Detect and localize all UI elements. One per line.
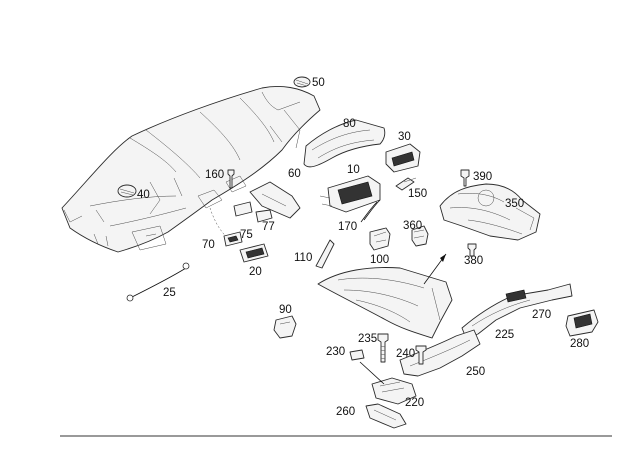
callout-40: 40: [137, 189, 150, 201]
center-vent-10: [319, 175, 381, 213]
screw-240: [415, 345, 427, 365]
switch-70: [223, 231, 243, 247]
bolt-150: [395, 177, 417, 191]
duct-225-270: [461, 283, 573, 339]
callout-90: 90: [279, 304, 292, 316]
bracket-75-77: [209, 201, 273, 241]
vent-280: [565, 309, 599, 337]
callout-230: 230: [326, 346, 345, 358]
duct-100: [369, 227, 391, 251]
callout-220: 220: [405, 397, 424, 409]
clip-380: [467, 243, 477, 257]
callout-25: 25: [163, 287, 176, 299]
switch-20: [239, 243, 269, 263]
bracket-260: [365, 403, 407, 429]
clip-230: [349, 349, 365, 361]
center-console: [317, 253, 453, 339]
hose-170: [360, 199, 381, 223]
screw-235: [377, 333, 389, 363]
cable-25: [126, 262, 190, 302]
bolt-390: [460, 169, 470, 187]
callout-250: 250: [466, 366, 485, 378]
bracket-220: [359, 361, 417, 405]
callout-77: 77: [262, 221, 275, 233]
callout-100: 100: [370, 254, 389, 266]
callout-20: 20: [249, 266, 262, 278]
callout-labels: 50 80 30 10 390 160 60 150 350 40 75 77 …: [137, 77, 589, 418]
callout-150: 150: [408, 188, 427, 200]
screw-160: [227, 169, 235, 189]
callout-70: 70: [202, 239, 215, 251]
trim-80: [303, 119, 386, 168]
callout-260: 260: [336, 406, 355, 418]
trim-strip-110: [315, 239, 335, 269]
callout-280: 280: [570, 338, 589, 350]
actuator-360: [411, 225, 429, 247]
callout-240: 240: [396, 348, 415, 360]
callout-60: 60: [288, 168, 301, 180]
panel-90: [273, 315, 297, 339]
callout-350: 350: [505, 198, 524, 210]
vent-30: [385, 143, 421, 173]
callout-380: 380: [464, 255, 483, 267]
callout-30: 30: [398, 131, 411, 143]
blower-housing-350: [439, 183, 541, 241]
callout-170: 170: [338, 221, 357, 233]
callout-225: 225: [495, 329, 514, 341]
callout-110: 110: [294, 252, 312, 264]
duct-60: [249, 181, 301, 219]
dashboard-assembly: [61, 76, 321, 253]
callout-10: 10: [347, 164, 360, 176]
callout-50: 50: [312, 77, 325, 89]
duct-250: [399, 329, 481, 377]
callout-75: 75: [240, 229, 253, 241]
callout-80: 80: [343, 118, 356, 130]
callout-360: 360: [403, 220, 422, 232]
callout-390: 390: [473, 171, 492, 183]
callout-235: 235: [358, 333, 377, 345]
callout-160: 160: [205, 169, 224, 181]
callout-270: 270: [532, 309, 551, 321]
